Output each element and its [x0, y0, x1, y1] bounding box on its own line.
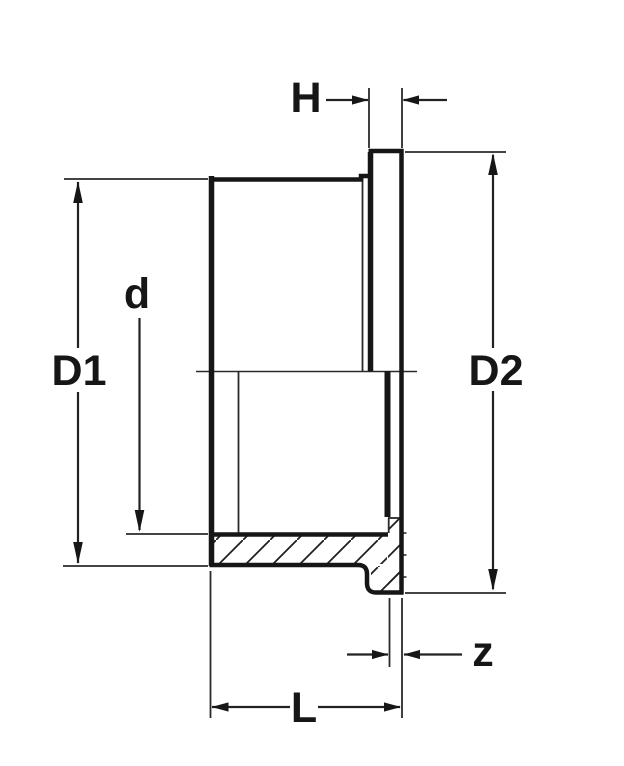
z-label: z: [472, 628, 494, 676]
dimension-z: z: [347, 598, 494, 718]
dimension-L: L: [209, 571, 401, 732]
body-top-edge: [209, 173, 369, 182]
section-hatching: [213, 518, 402, 592]
z-arrowhead-right: [403, 649, 420, 660]
dimension-D1: D1: [52, 178, 208, 567]
dimension-D2: D2: [405, 151, 524, 594]
l-arrowhead-left: [211, 702, 229, 712]
dimension-d: d: [124, 270, 208, 535]
d-label: d: [124, 270, 150, 318]
d-arrowhead: [134, 510, 145, 532]
body-bottom-edge-with-step: [209, 562, 404, 595]
hatch-flange-step: [371, 566, 402, 592]
d1-label: D1: [52, 347, 107, 395]
l-label: L: [291, 684, 317, 732]
h-arrowhead-left: [352, 95, 369, 105]
d2-label: D2: [469, 347, 524, 395]
d1-arrowhead-bottom: [73, 542, 83, 564]
part-outline: [208, 148, 404, 595]
hatch-body-wall: [213, 536, 387, 564]
z-arrowhead-left: [372, 649, 389, 660]
h-label: H: [290, 74, 321, 122]
h-arrowhead-right: [402, 95, 419, 105]
d1-arrowhead-top: [73, 181, 83, 203]
dimension-H: H: [290, 74, 447, 148]
d2-arrowhead-top: [488, 153, 498, 175]
d2-arrowhead-bottom: [488, 569, 498, 591]
l-arrowhead-right: [384, 702, 401, 712]
internal-lines: [196, 177, 417, 578]
